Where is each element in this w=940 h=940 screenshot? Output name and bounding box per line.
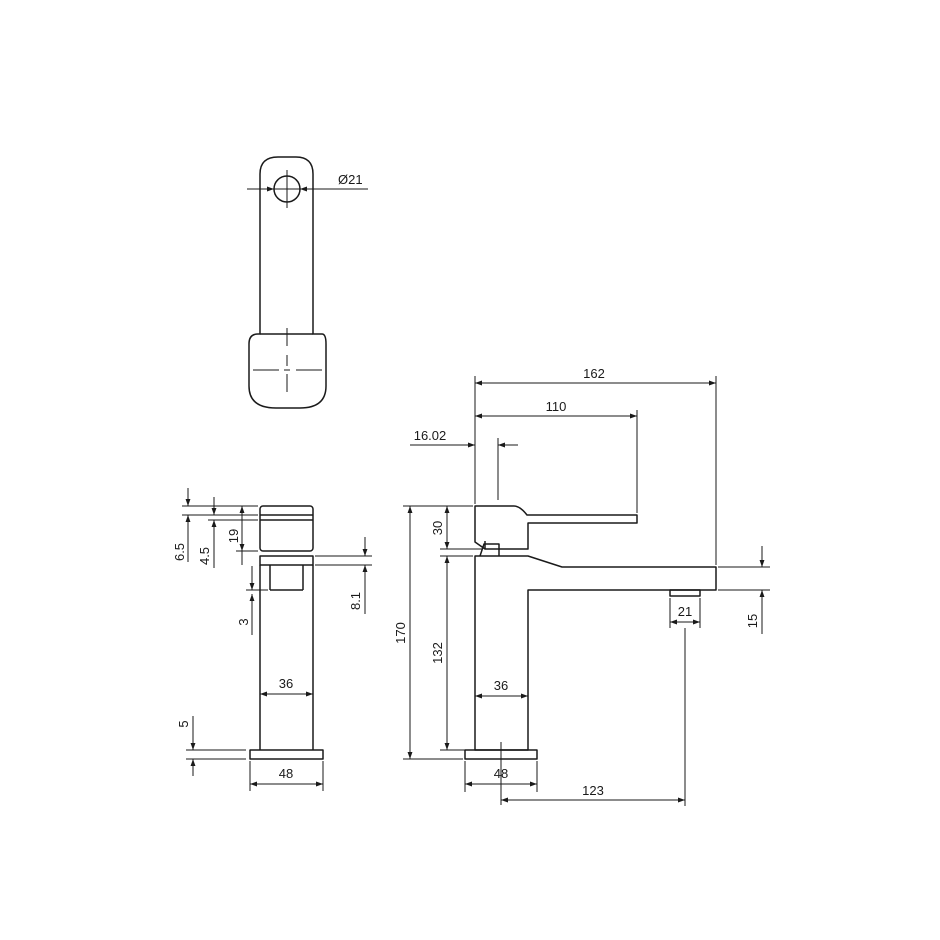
dim-110: 110 <box>546 399 567 414</box>
dim-162: 162 <box>583 366 605 381</box>
dim-123: 123 <box>582 783 604 798</box>
dim-30: 30 <box>430 521 445 535</box>
dim-diameter: Ø21 <box>338 172 363 187</box>
dim-15: 15 <box>745 614 760 628</box>
dim-3: 3 <box>236 618 251 625</box>
dim-8-1: 8.1 <box>348 592 363 610</box>
handle-lever <box>474 505 638 550</box>
dim-36-front: 36 <box>279 676 293 691</box>
dim-6-5: 6.5 <box>172 543 187 561</box>
dim-19: 19 <box>226 529 241 543</box>
dim-170: 170 <box>393 622 408 644</box>
handle-head <box>259 505 314 552</box>
dim-48-side: 48 <box>494 766 508 781</box>
body-spout <box>474 555 717 751</box>
dim-21: 21 <box>678 604 692 619</box>
collar <box>259 555 314 566</box>
aerator-side <box>669 589 701 597</box>
side-view: 162 110 16.02 170 30 132 36 48 <box>393 366 770 806</box>
dim-132: 132 <box>430 642 445 664</box>
dim-4-5: 4.5 <box>197 547 212 565</box>
front-view: 6.5 4.5 19 8.1 3 36 5 <box>172 488 372 791</box>
dim-5: 5 <box>176 720 191 727</box>
top-view: Ø21 <box>247 156 368 409</box>
dim-36-side: 36 <box>494 678 508 693</box>
handle-outline-top <box>248 156 327 409</box>
dim-16-02: 16.02 <box>414 428 447 443</box>
dim-48-front: 48 <box>279 766 293 781</box>
base-plate <box>249 749 324 760</box>
